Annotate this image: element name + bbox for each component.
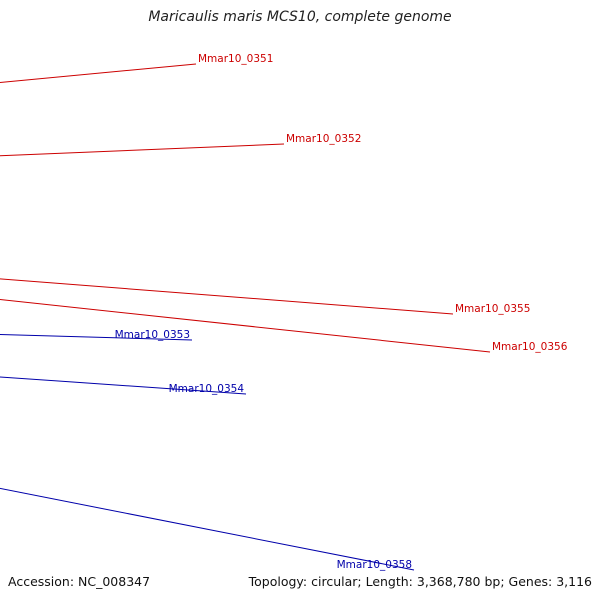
gene-label[interactable]: Mmar10_0353: [115, 329, 190, 341]
gene-label[interactable]: Mmar10_0358: [337, 559, 412, 571]
callout-leader: [0, 63, 197, 83]
callout-leader: [0, 298, 491, 353]
callout-leader: [0, 376, 247, 395]
accession-label: Accession: NC_008347: [8, 574, 151, 589]
map-title: Maricaulis maris MCS10, complete genome: [148, 9, 452, 25]
genome-summary: Topology: circular; Length: 3,368,780 bp…: [248, 574, 592, 589]
gene-callouts: Mmar10_0351Mmar10_0352Mmar10_0353Mmar10_…: [0, 53, 568, 571]
callout-leader: [0, 143, 285, 157]
gene-label[interactable]: Mmar10_0354: [169, 383, 245, 395]
callout-leader: [0, 334, 193, 341]
gene-label[interactable]: Mmar10_0351: [198, 53, 273, 65]
callout-leader: [0, 487, 415, 571]
gene-label[interactable]: Mmar10_0352: [286, 133, 361, 145]
gene-label[interactable]: Mmar10_0356: [492, 341, 568, 353]
callout-leader: [0, 278, 454, 315]
gene-label[interactable]: Mmar10_0355: [455, 303, 530, 315]
